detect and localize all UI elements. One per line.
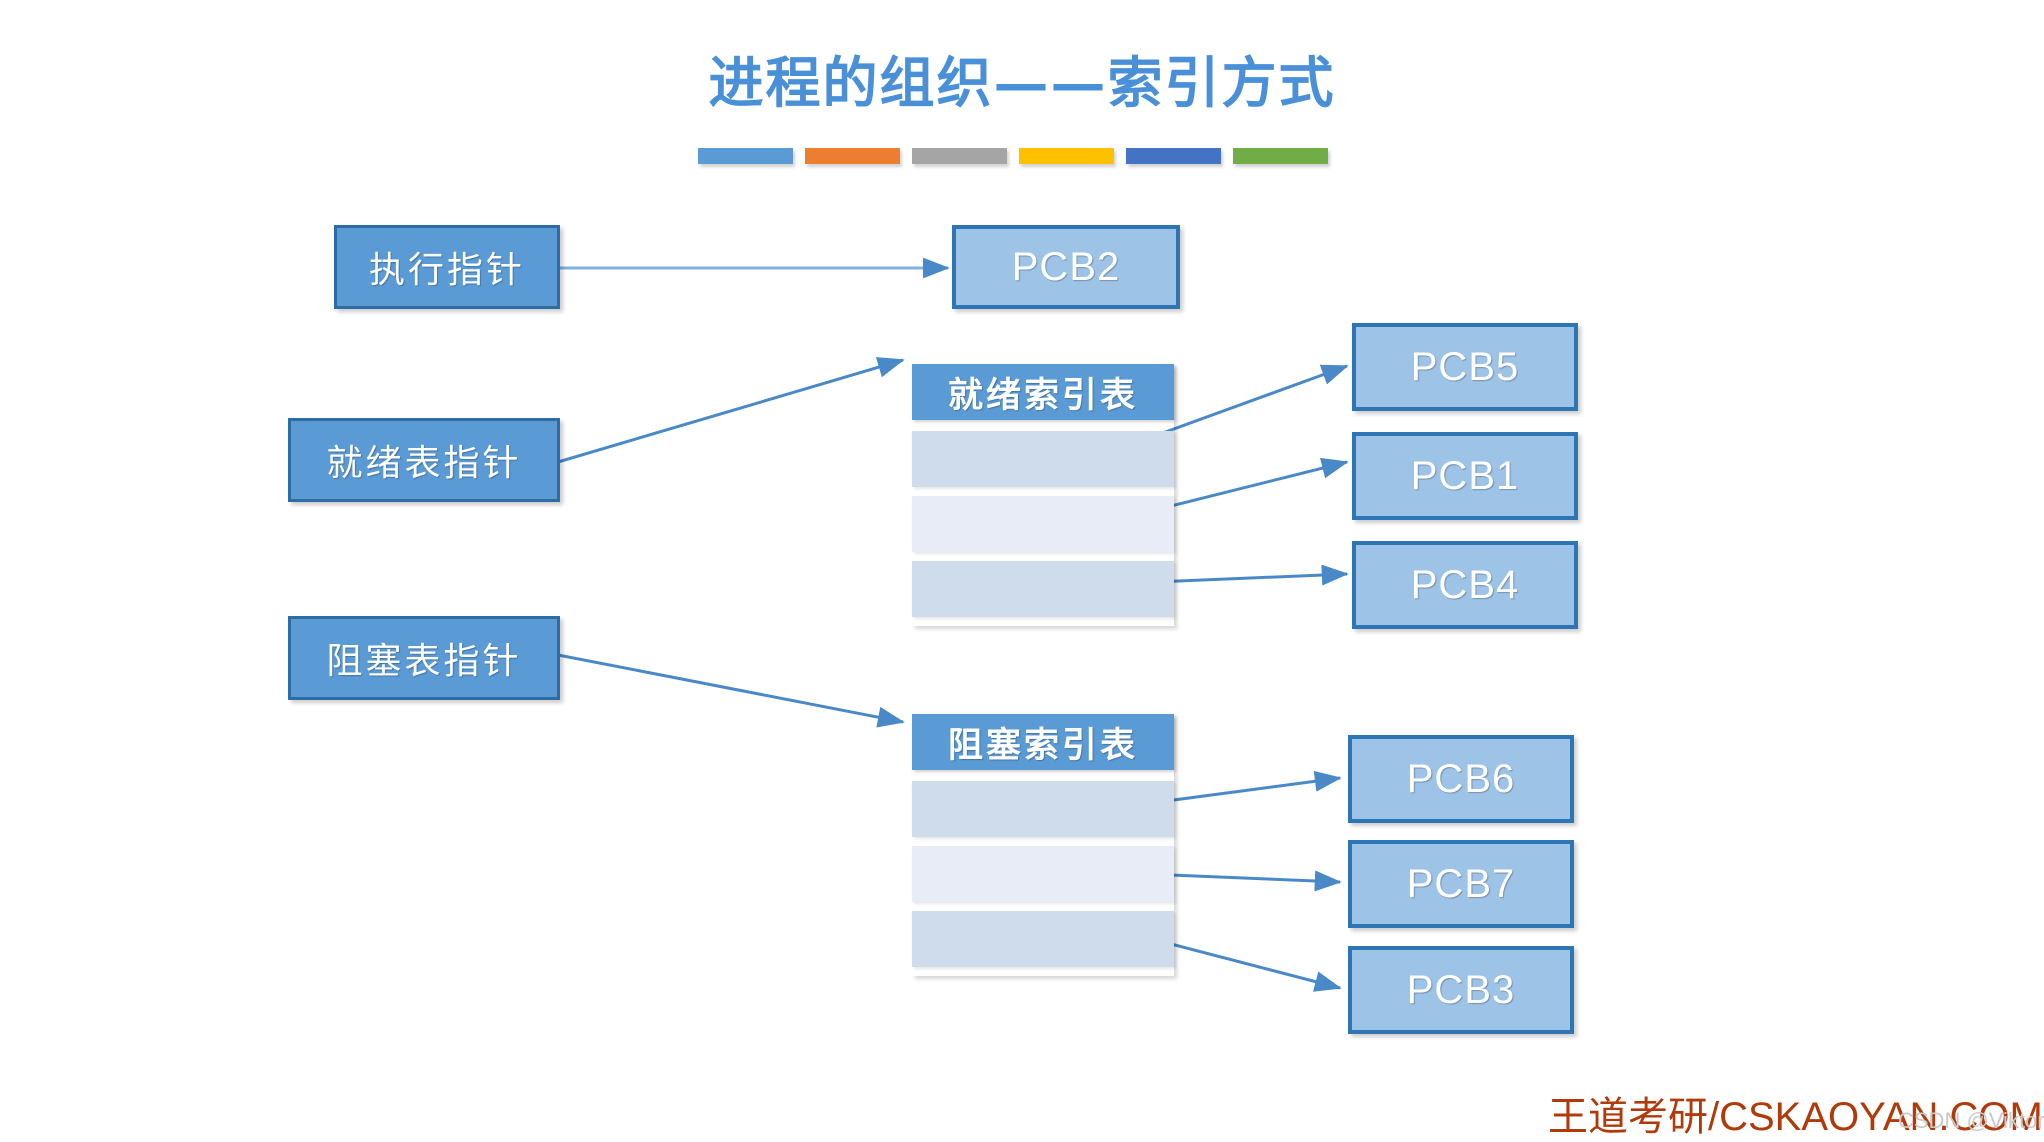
pcb-box-pcb1[interactable]: PCB1 [1352, 432, 1578, 520]
index-table-ready-header: 就绪索引表 [912, 364, 1174, 420]
pcb-box-pcb4[interactable]: PCB4 [1352, 541, 1578, 629]
index-table-blocked: 阻塞索引表 [912, 714, 1174, 976]
pcb-box-pcb7-label: PCB7 [1406, 861, 1516, 906]
title-bar-gray [912, 148, 1007, 164]
index-table-ready-row-1[interactable] [912, 431, 1174, 487]
pcb-box-pcb4-label: PCB4 [1410, 562, 1520, 607]
index-table-ready: 就绪索引表 [912, 364, 1174, 626]
title-bar-orange [805, 148, 900, 164]
page-title: 进程的组织——索引方式 [708, 50, 1336, 115]
pcb-box-pcb3-label: PCB3 [1406, 967, 1516, 1012]
title-bar-yellow [1019, 148, 1114, 164]
title-bar-green [1233, 148, 1328, 164]
pcb-box-pcb1-label: PCB1 [1410, 453, 1520, 498]
pcb-box-pcb3[interactable]: PCB3 [1348, 946, 1574, 1034]
pcb-box-pcb6[interactable]: PCB6 [1348, 735, 1574, 823]
pointer-box-exec[interactable]: 执行指针 [334, 225, 560, 309]
pcb-box-pcb7[interactable]: PCB7 [1348, 840, 1574, 928]
pointer-box-ready-label: 就绪表指针 [326, 443, 522, 484]
index-table-blocked-row-1[interactable] [912, 781, 1174, 837]
pcb-box-pcb5[interactable]: PCB5 [1352, 323, 1578, 411]
footer-brand: 王道考研/CSKAOYAN.COM [1548, 1095, 2043, 1139]
index-table-blocked-header: 阻塞索引表 [912, 714, 1174, 770]
pcb-box-pcb5-label: PCB5 [1410, 344, 1520, 389]
index-table-blocked-rows [912, 781, 1174, 967]
pcb-box-pcb2[interactable]: PCB2 [952, 225, 1180, 309]
arrow-blocked-pointer-to-blocked-table [557, 653, 905, 728]
pointer-box-blocked-label: 阻塞表指针 [326, 641, 522, 682]
title-bar-blue [698, 148, 793, 164]
pcb-box-pcb2-label: PCB2 [1011, 244, 1121, 289]
footer-watermark: CSDN @Viktoriae [1898, 1108, 2044, 1133]
index-table-blocked-row-3[interactable] [912, 911, 1174, 967]
index-table-ready-rows [912, 431, 1174, 617]
pcb-box-pcb6-label: PCB6 [1406, 756, 1516, 801]
arrow-ready-pointer-to-ready-table [557, 357, 905, 464]
pointer-box-blocked[interactable]: 阻塞表指针 [288, 616, 560, 700]
pointer-box-exec-label: 执行指针 [368, 250, 525, 291]
index-table-ready-row-2[interactable] [912, 496, 1174, 552]
title-bar-navy [1126, 148, 1221, 164]
pointer-box-ready[interactable]: 就绪表指针 [288, 418, 560, 502]
title-accent-bars [698, 148, 1328, 164]
index-table-ready-row-3[interactable] [912, 561, 1174, 617]
index-table-blocked-row-2[interactable] [912, 846, 1174, 902]
